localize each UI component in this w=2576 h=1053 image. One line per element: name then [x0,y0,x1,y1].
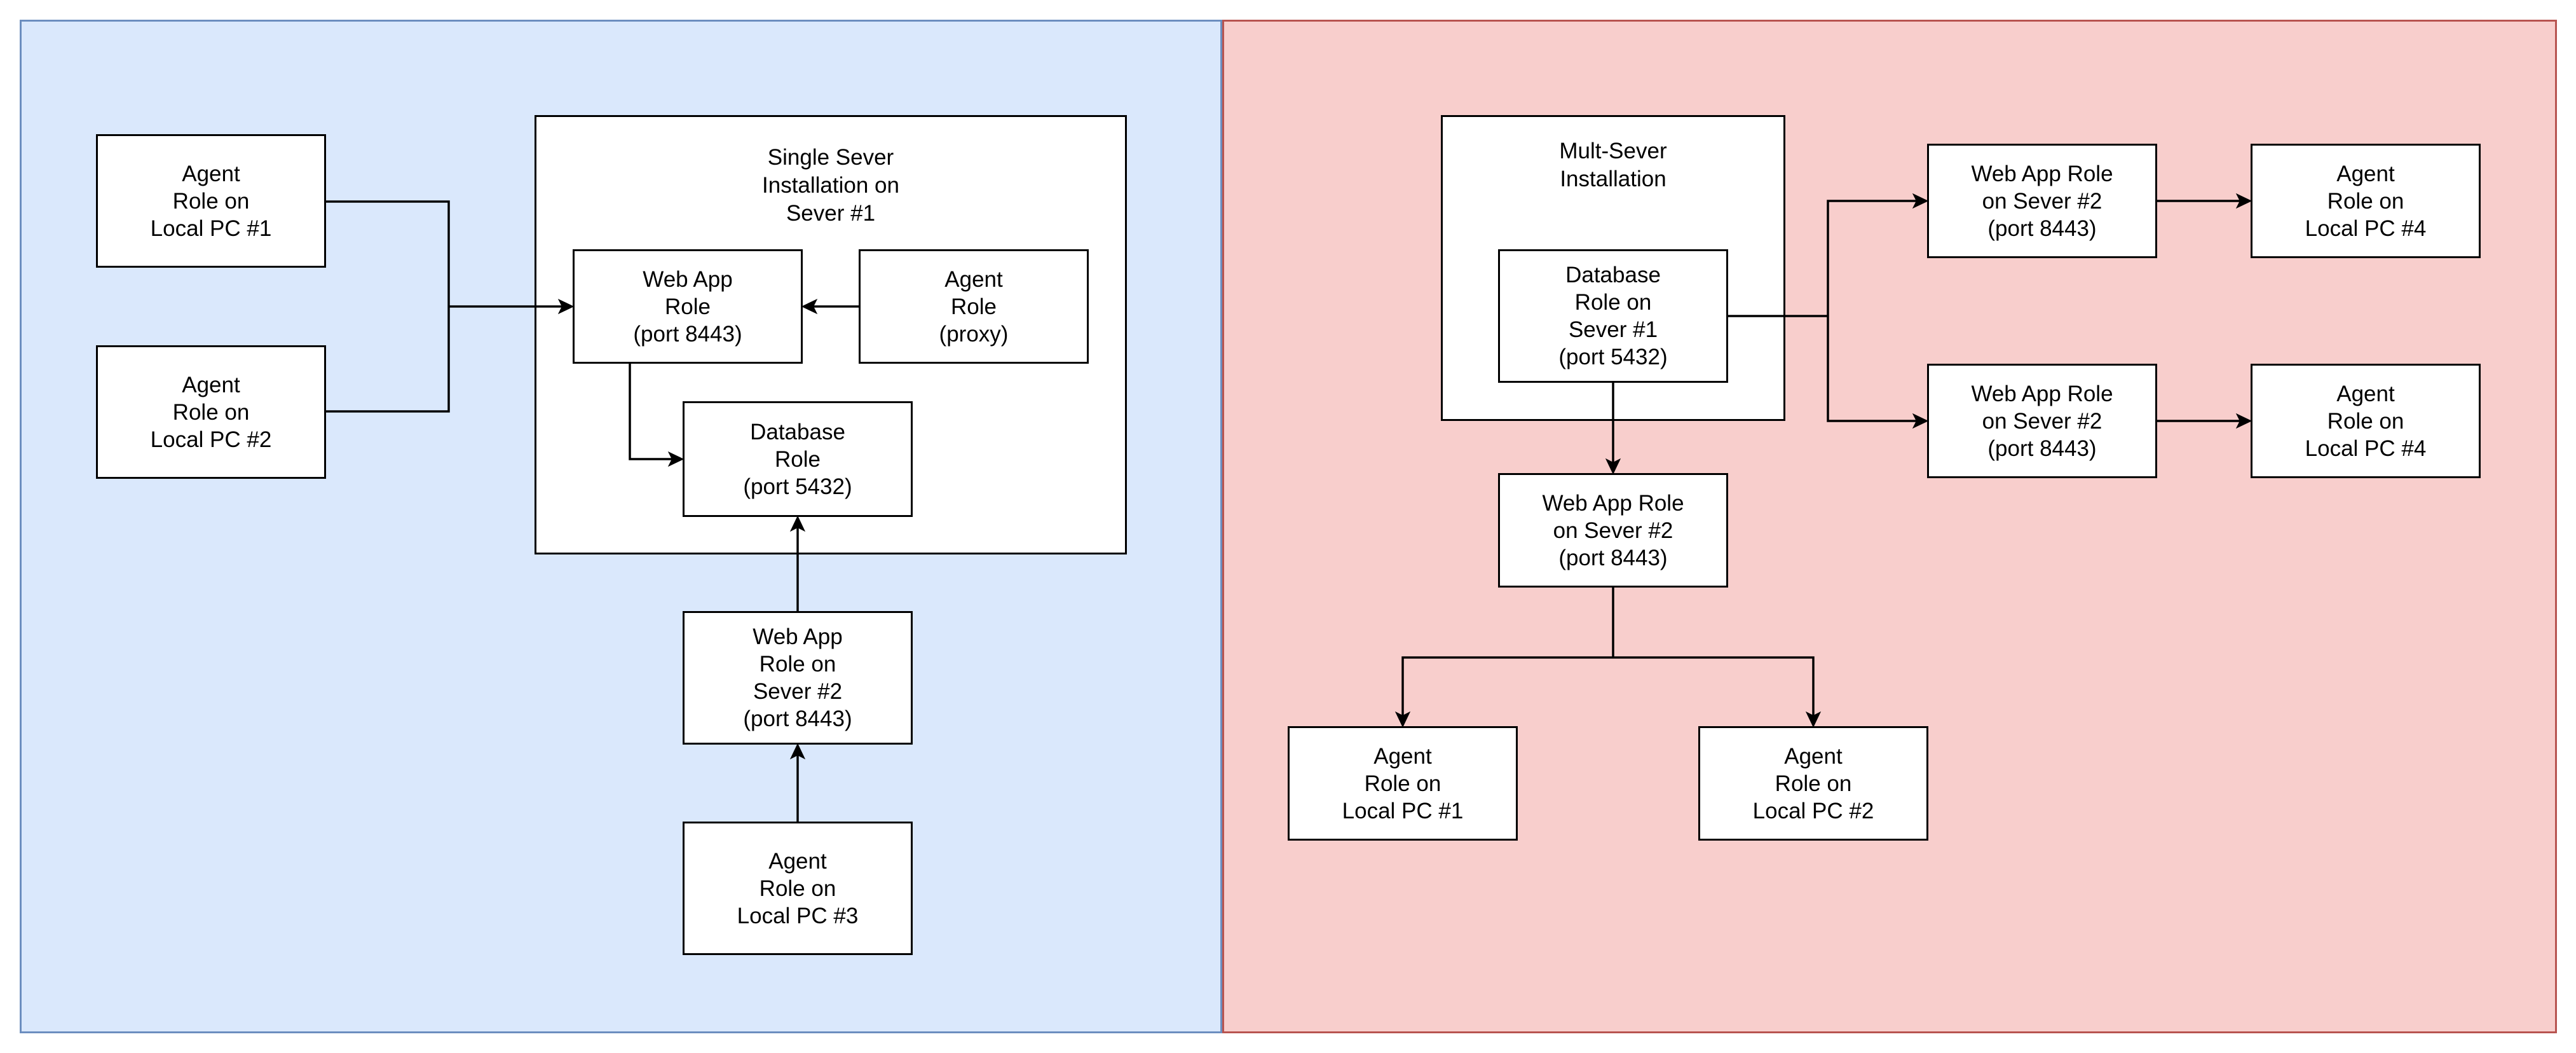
webapp-role-server2-node[interactable]: Web App Role on Sever #2 (port 8443) [683,611,913,745]
webapp-role-server2-bottom-label: Web App Role on Sever #2 (port 8443) [1542,490,1684,570]
agent-local-pc-3-node[interactable]: Agent Role on Local PC #3 [683,822,913,955]
agent-role-proxy-label: Agent Role (proxy) [939,266,1009,347]
database-role-node[interactable]: Database Role (port 5432) [683,401,913,517]
webapp-role-server1-label: Web App Role (port 8443) [633,266,742,347]
agent-local-pc-2-node[interactable]: Agent Role on Local PC #2 [96,345,326,479]
single-server-installation-title: Single Sever Installation on Sever #1 [762,145,899,226]
agent-local-pc-4-top-node[interactable]: Agent Role on Local PC #4 [2251,144,2481,258]
webapp-role-server2-mid-node[interactable]: Web App Role on Sever #2 (port 8443) [1927,364,2157,478]
webapp-role-server1-node[interactable]: Web App Role (port 8443) [573,249,803,364]
agent-local-pc-1-label: Agent Role on Local PC #1 [150,161,272,241]
webapp-role-server2-bottom-node[interactable]: Web App Role on Sever #2 (port 8443) [1498,473,1728,588]
agent-local-pc-1-right-label: Agent Role on Local PC #1 [1342,743,1464,823]
agent-role-proxy-node[interactable]: Agent Role (proxy) [859,249,1089,364]
multi-server-installation-title: Mult-Sever Installation [1559,139,1667,191]
database-role-server1-node[interactable]: Database Role on Sever #1 (port 5432) [1498,249,1728,383]
webapp-role-server2-top-node[interactable]: Web App Role on Sever #2 (port 8443) [1927,144,2157,258]
agent-local-pc-2-label: Agent Role on Local PC #2 [150,372,272,452]
agent-local-pc-3-label: Agent Role on Local PC #3 [737,848,859,928]
agent-local-pc-2-right-node[interactable]: Agent Role on Local PC #2 [1698,726,1928,841]
database-role-label: Database Role (port 5432) [743,419,852,499]
webapp-role-server2-label: Web App Role on Sever #2 (port 8443) [743,624,852,731]
database-role-server1-label: Database Role on Sever #1 (port 5432) [1558,263,1668,369]
agent-local-pc-1-right-node[interactable]: Agent Role on Local PC #1 [1288,726,1518,841]
webapp-role-server2-mid-label: Web App Role on Sever #2 (port 8443) [1971,381,2113,461]
agent-local-pc-4-mid-label: Agent Role on Local PC #4 [2305,381,2427,461]
agent-local-pc-2-right-label: Agent Role on Local PC #2 [1752,743,1874,823]
webapp-role-server2-top-label: Web App Role on Sever #2 (port 8443) [1971,161,2113,241]
agent-local-pc-4-top-label: Agent Role on Local PC #4 [2305,161,2427,241]
agent-local-pc-4-mid-node[interactable]: Agent Role on Local PC #4 [2251,364,2481,478]
agent-local-pc-1-node[interactable]: Agent Role on Local PC #1 [96,134,326,268]
